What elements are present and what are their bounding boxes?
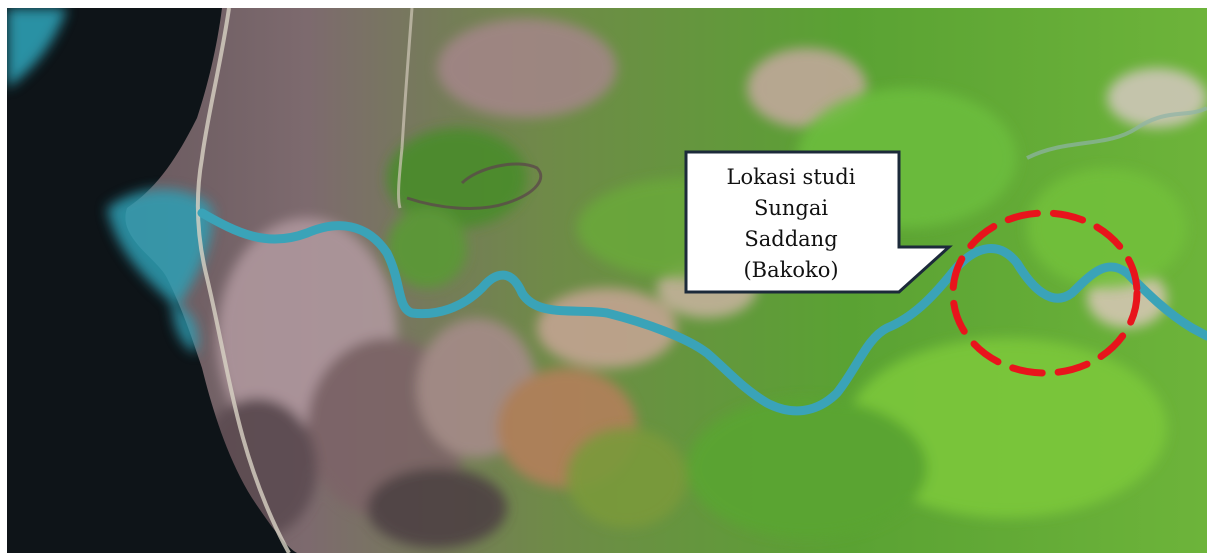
urban-patches <box>197 18 1207 548</box>
saddang-river <box>197 208 1207 416</box>
shallow-water <box>7 8 213 353</box>
satellite-image <box>7 8 1207 553</box>
study-area-marker <box>949 209 1141 377</box>
coastline <box>195 8 291 553</box>
tributary <box>406 162 543 210</box>
upper-river <box>1026 106 1207 160</box>
road <box>397 8 414 209</box>
